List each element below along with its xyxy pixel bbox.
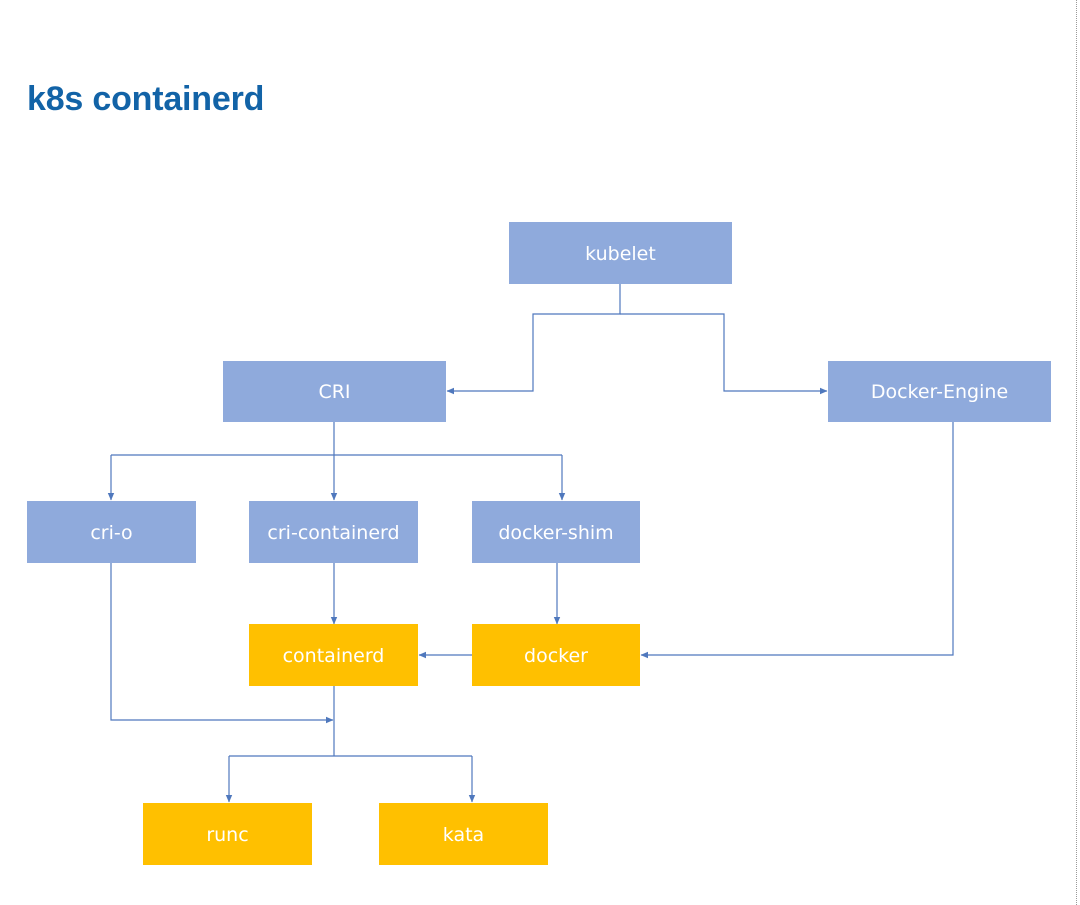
node-docker-shim-label: docker-shim	[498, 522, 613, 544]
node-kata-box	[379, 803, 548, 865]
node-runc: runc	[143, 803, 312, 865]
node-runc-box	[143, 803, 312, 865]
node-runc-label: runc	[206, 824, 248, 846]
node-containerd-box	[249, 624, 418, 686]
node-docker: docker	[472, 624, 640, 686]
node-cri-containerd-box	[249, 501, 418, 563]
node-docker-shim-box	[472, 501, 640, 563]
node-cri-o: cri-o	[27, 501, 196, 563]
page-edge-divider	[1076, 0, 1077, 905]
page-title: k8s containerd	[27, 80, 265, 118]
node-kubelet: kubelet	[509, 222, 732, 284]
node-cri-label: CRI	[318, 381, 350, 403]
edge-docker-engine-to-docker	[640, 422, 954, 659]
edge-kubelet-to-docker-engine	[620, 313, 828, 395]
node-kata: kata	[379, 803, 548, 865]
node-docker-engine-label: Docker-Engine	[871, 381, 1008, 403]
node-kata-label: kata	[443, 824, 484, 846]
node-kubelet-label: kubelet	[585, 243, 656, 265]
node-cri-o-label: cri-o	[90, 522, 132, 544]
node-docker-shim: docker-shim	[472, 501, 640, 563]
node-cri-box	[223, 361, 446, 422]
edge-cri-o-to-runtime-junction	[110, 563, 334, 724]
edge-cri-trunk	[111, 422, 562, 456]
edge-kubelet-to-cri	[446, 284, 621, 395]
node-docker-engine: Docker-Engine	[828, 361, 1051, 422]
node-docker-label: docker	[524, 645, 588, 667]
node-cri-containerd-label: cri-containerd	[267, 522, 399, 544]
node-kubelet-box	[509, 222, 732, 284]
node-cri-o-box	[27, 501, 196, 563]
node-cri-containerd: cri-containerd	[249, 501, 418, 563]
node-cri: CRI	[223, 361, 446, 422]
edges	[107, 284, 954, 803]
node-docker-box	[472, 624, 640, 686]
node-docker-engine-box	[828, 361, 1051, 422]
node-containerd-label: containerd	[283, 645, 385, 667]
node-containerd: containerd	[249, 624, 418, 686]
edge-containerd-trunk	[229, 686, 472, 757]
